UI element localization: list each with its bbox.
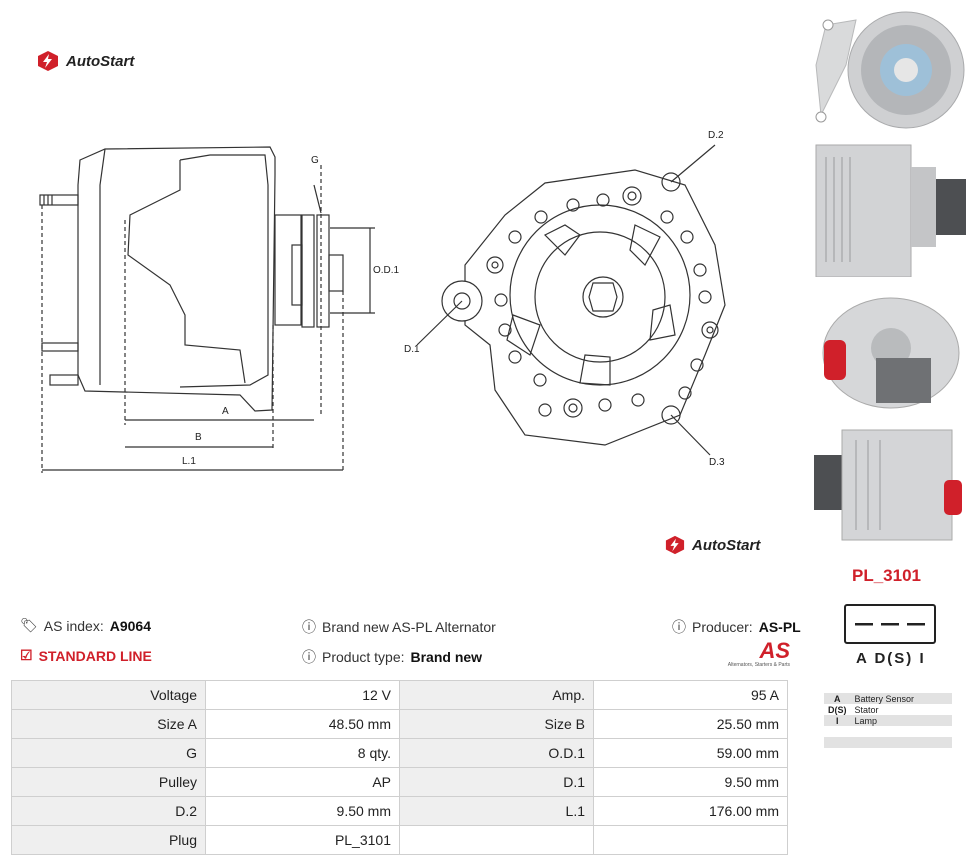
spec-label: D.1 — [399, 767, 594, 797]
producer-label: Producer: — [692, 619, 753, 635]
spec-value: 48.50 mm — [205, 709, 400, 739]
label-d1: D.1 — [404, 344, 420, 355]
label-od1: O.D.1 — [373, 265, 400, 276]
spec-value — [593, 825, 788, 855]
product-photo-back — [806, 425, 966, 545]
spec-label: G — [11, 738, 206, 768]
spec-value: 25.50 mm — [593, 709, 788, 739]
standard-line-badge: ☑ STANDARD LINE — [20, 647, 152, 664]
info-icon: ⓘ — [302, 649, 316, 665]
standard-line-label: STANDARD LINE — [38, 647, 152, 664]
legend-key: D(S) — [828, 704, 847, 715]
producer: ⓘ Producer: AS-PL — [672, 617, 801, 637]
as-index-value: A9064 — [109, 617, 151, 634]
spec-label: O.D.1 — [399, 738, 594, 768]
product-photo-front — [806, 5, 966, 135]
label-g: G — [311, 155, 319, 166]
product-type-label: Product type: — [322, 649, 405, 665]
autostart-logo-icon — [38, 51, 58, 71]
front-view-drawing — [416, 144, 726, 456]
autostart-logo-icon — [665, 535, 685, 555]
legend-value: Lamp — [850, 715, 952, 726]
as-index-label: AS index: — [43, 617, 104, 634]
tag-icon: 🏷 — [20, 617, 38, 633]
brand-logo-secondary: AutoStart — [664, 535, 760, 555]
spec-label: Pulley — [11, 767, 206, 797]
product-photo-side — [806, 137, 966, 277]
spec-value: 9.50 mm — [205, 796, 400, 826]
spec-value: 59.00 mm — [593, 738, 788, 768]
label-a: A — [222, 406, 229, 417]
spec-label: D.2 — [11, 796, 206, 826]
product-type: ⓘ Product type: Brand new — [302, 647, 482, 667]
plug-pins-label: A D(S) I — [856, 650, 926, 667]
info-icon: ⓘ — [672, 619, 686, 635]
label-l1: L.1 — [182, 456, 196, 467]
spec-label: Size B — [399, 709, 594, 739]
producer-value: AS-PL — [758, 619, 801, 635]
plug-pins-icon — [855, 623, 925, 626]
product-type-value: Brand new — [410, 649, 483, 665]
spec-label: Amp. — [399, 680, 594, 710]
spec-value: PL_3101 — [205, 825, 400, 855]
legend-row: D(S) Stator — [824, 704, 952, 715]
legend-row — [824, 726, 952, 737]
label-d2: D.2 — [708, 130, 724, 141]
legend-value: Battery Sensor — [850, 693, 952, 704]
brand-logo: AutoStart — [36, 50, 134, 72]
product-photo-rear — [806, 288, 966, 418]
legend-key: A — [824, 693, 851, 704]
spec-value: 12 V — [205, 680, 400, 710]
plug-diagram — [844, 604, 936, 644]
description-text: Brand new AS-PL Alternator — [322, 619, 496, 635]
label-b: B — [195, 432, 202, 443]
spec-value: 95 A — [593, 680, 788, 710]
side-view-drawing — [39, 146, 375, 473]
brand-name: AutoStart — [66, 52, 135, 70]
spec-label: Voltage — [11, 680, 206, 710]
checkbox-icon: ☑ — [20, 647, 33, 663]
producer-tagline: Alternators, Starters & Parts — [727, 662, 790, 668]
spec-label: L.1 — [399, 796, 594, 826]
legend-value: Stator — [854, 704, 879, 715]
legend-row — [824, 737, 952, 748]
spec-value: AP — [205, 767, 400, 797]
product-code: PL_3101 — [852, 566, 921, 585]
spec-label: Plug — [11, 825, 206, 855]
producer-logo: AS Alternators, Starters & Parts — [716, 638, 790, 669]
label-d3: D.3 — [709, 457, 725, 468]
producer-logo-text: AS — [759, 638, 790, 663]
spec-value: 9.50 mm — [593, 767, 788, 797]
info-icon: ⓘ — [302, 619, 316, 635]
product-description: ⓘ Brand new AS-PL Alternator — [302, 617, 496, 637]
legend-key: I — [824, 715, 851, 726]
spec-value: 8 qty. — [205, 738, 400, 768]
spec-value: 176.00 mm — [593, 796, 788, 826]
as-index: 🏷 AS index: A9064 — [20, 617, 151, 634]
spec-label — [399, 825, 594, 855]
brand-name: AutoStart — [692, 536, 761, 554]
spec-label: Size A — [11, 709, 206, 739]
